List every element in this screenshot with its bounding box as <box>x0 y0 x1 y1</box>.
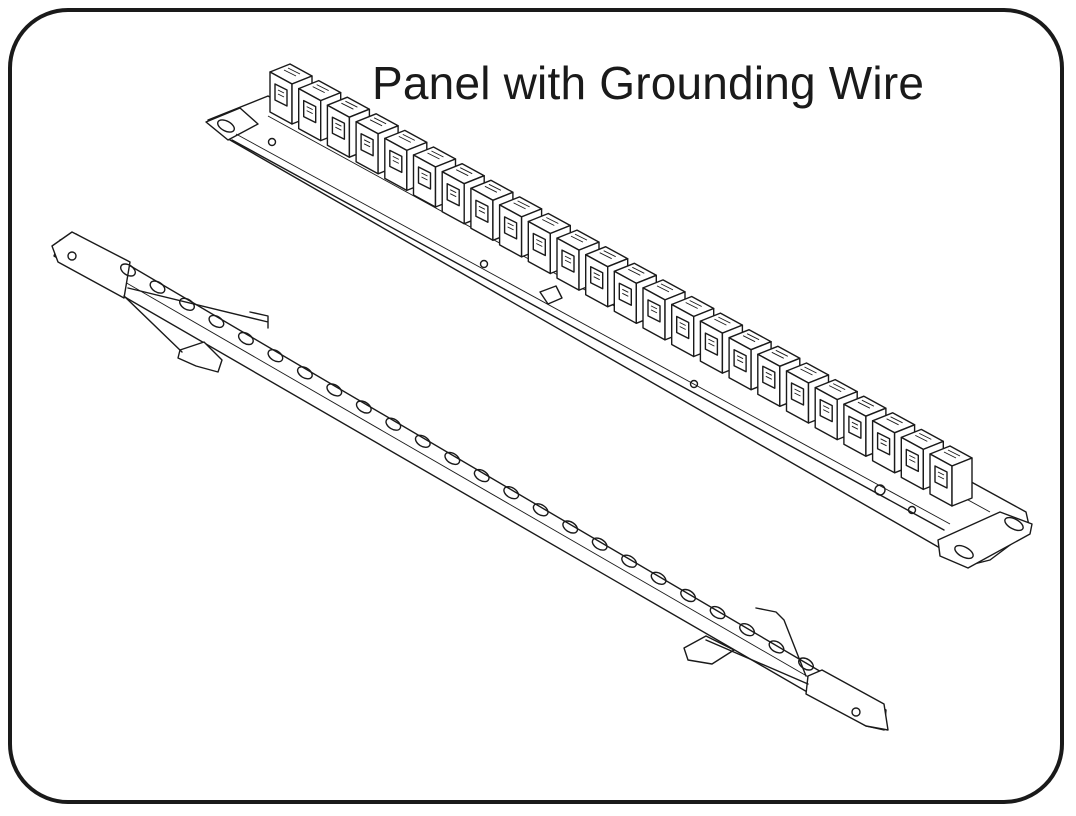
grounding-bar-left-bracket <box>123 287 269 353</box>
grounding-bar-slot <box>680 588 697 603</box>
grounding-bar-slot <box>385 417 402 431</box>
grounding-bar-slot <box>768 640 785 654</box>
grounding-bar-slot <box>179 297 195 311</box>
panel-screw-1 <box>267 137 277 147</box>
panel-left-mount-hole <box>217 119 235 133</box>
grounding-bar-slot <box>621 554 638 568</box>
grounding-bar-slot <box>414 434 431 448</box>
grounding-bar-slot <box>562 520 579 534</box>
panel-front-lip-2 <box>235 133 951 525</box>
rj45-port <box>929 445 973 507</box>
grounding-bar-right-bracket <box>705 607 809 685</box>
grounding-bar-slot <box>326 383 343 397</box>
panel-ground-terminal <box>874 484 886 496</box>
grounding-bar-slots <box>120 263 814 671</box>
grounding-bar-slot <box>709 605 726 620</box>
grounding-bar-left-end <box>51 231 131 299</box>
grounding-bar-left-hole <box>67 251 77 261</box>
diagram-title: Panel with Grounding Wire <box>372 57 925 109</box>
patch-panel <box>205 63 1033 569</box>
grounding-bar-slot <box>798 657 814 671</box>
grounding-bar-right-end <box>805 669 889 731</box>
grounding-bar-slot <box>355 400 372 414</box>
grounding-bar-right-hole <box>851 707 861 717</box>
panel-right-mount-hole-b <box>954 544 974 560</box>
grounding-bar-slot <box>444 451 461 466</box>
grounding-bar-top-edge <box>65 247 877 717</box>
grounding-bar-slot <box>739 623 755 637</box>
grounding-bar-slot <box>120 263 136 277</box>
grounding-bar-right-clip <box>683 635 735 665</box>
panel-screw-2 <box>479 259 489 269</box>
diagram-frame <box>8 8 1064 804</box>
panel-ports <box>269 63 973 507</box>
grounding-bar-slot <box>296 366 313 380</box>
panel-screw-4 <box>907 505 917 515</box>
panel-ground-lug <box>539 285 563 305</box>
grounding-bar-left-clip <box>177 341 223 373</box>
panel-screw-3 <box>689 379 699 389</box>
grounding-bar-slot <box>591 537 608 551</box>
grounding-bar-slot <box>503 486 520 500</box>
grounding-bar-slot <box>267 349 284 363</box>
grounding-bar-slot <box>473 468 490 483</box>
grounding-bar-slot <box>532 503 549 517</box>
grounding-bar-slot <box>650 571 667 585</box>
panel-front-lip <box>231 139 945 531</box>
panel-right-mount-hole-a <box>1004 516 1024 532</box>
grounding-bar-slot <box>149 280 166 294</box>
grounding-bar-slot <box>237 331 254 346</box>
grounding-bar <box>51 231 889 731</box>
grounding-bar-slot <box>208 314 225 329</box>
panel-base-plate <box>207 95 1031 567</box>
grounding-bar-body <box>53 233 887 731</box>
